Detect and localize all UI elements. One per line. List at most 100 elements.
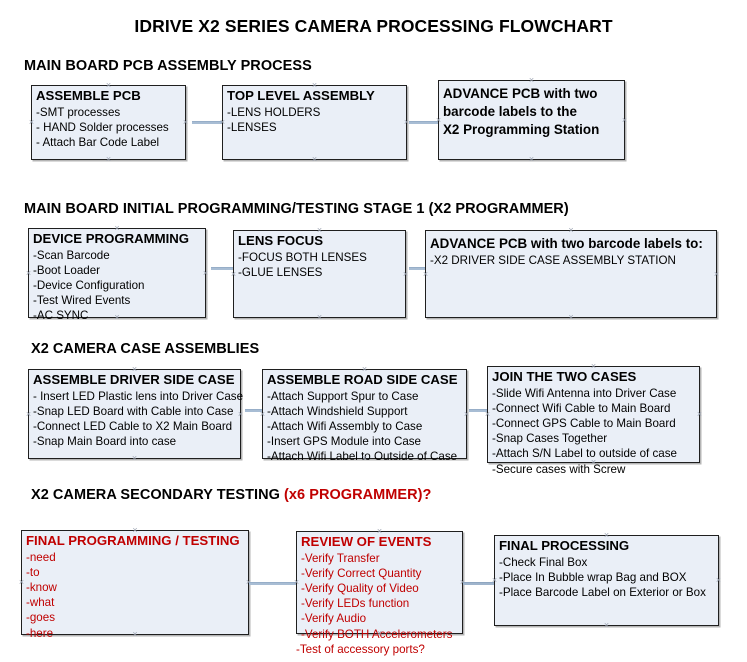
node-heading: FINAL PROGRAMMING / TESTING (26, 533, 240, 548)
node-line: -Attach Windshield Support (267, 404, 408, 418)
node-heading: ASSEMBLE DRIVER SIDE CASE (33, 372, 235, 387)
node-line: -LENSES (227, 120, 277, 134)
node-final-programming-testing[interactable]: FINAL PROGRAMMING / TESTING -need -to -k… (18, 530, 249, 640)
node-heading: DEVICE PROGRAMMING (33, 231, 190, 246)
section-title-main-board-pcb-assembly: MAIN BOARD PCB ASSEMBLY PROCESS (24, 58, 312, 74)
node-line: -Connect Wifi Cable to Main Board (492, 401, 671, 415)
node-line-overflow: -Test of accessory ports? (296, 642, 425, 656)
connection-handle-right[interactable] (715, 577, 722, 584)
connection-handle-top[interactable] (528, 77, 535, 84)
node-line: -Scan Barcode (33, 248, 110, 262)
node-line: -Insert GPS Module into Case (267, 435, 422, 449)
node-line: -AC SYNC (33, 309, 89, 323)
node-line: -SMT processes (36, 105, 121, 119)
node-line: -Snap Cases Together (492, 432, 608, 446)
connection-handle-right[interactable] (402, 271, 409, 278)
node-line: -Snap LED Board with Cable into Case (33, 404, 234, 418)
node-top-level-assembly[interactable]: TOP LEVEL ASSEMBLY -LENS HOLDERS -LENSES (222, 85, 407, 160)
node-review-of-events[interactable]: REVIEW OF EVENTS -Verify Transfer -Verif… (296, 531, 463, 656)
node-line: -Place Barcode Label on Exterior or Box (499, 585, 706, 599)
connector-driver-side-to-road-side (245, 406, 270, 416)
connection-handle-bottom[interactable] (105, 156, 112, 163)
node-line: -Check Final Box (499, 555, 588, 569)
section-title-main-board-initial-programming: MAIN BOARD INITIAL PROGRAMMING/TESTING S… (24, 201, 569, 217)
connection-handle-left[interactable] (484, 411, 491, 418)
node-assemble-driver-side-case[interactable]: ASSEMBLE DRIVER SIDE CASE - Insert LED P… (25, 369, 244, 462)
node-heading: TOP LEVEL ASSEMBLY (227, 88, 375, 103)
connection-handle-bottom[interactable] (316, 314, 323, 321)
node-join-the-two-cases[interactable]: JOIN THE TWO CASES -Slide Wifi Antenna i… (484, 366, 703, 476)
connector-assemble-pcb-to-top-level-assembly (192, 118, 230, 128)
node-heading: FINAL PROCESSING (499, 538, 630, 553)
node-line: -Boot Loader (33, 263, 101, 277)
connection-handle-left[interactable] (422, 271, 429, 278)
section-title-text: X2 CAMERA SECONDARY TESTING (31, 487, 285, 503)
node-line: -X2 DRIVER SIDE CASE ASSEMBLY STATION (430, 254, 676, 267)
node-line: -Device Configuration (33, 278, 145, 292)
connection-handle-left[interactable] (28, 119, 35, 126)
node-line: -Slide Wifi Antenna into Driver Case (492, 386, 677, 400)
node-line: -Verify Audio (301, 612, 367, 626)
node-line: -Connect GPS Cable to Main Board (492, 416, 676, 430)
node-line: -Attach Support Spur to Case (267, 389, 419, 403)
node-line: -what (26, 596, 55, 610)
connection-handle-bottom[interactable] (568, 314, 575, 321)
node-line: -Verify BOTH Accelerometers (301, 627, 453, 641)
connection-handle-bottom[interactable] (131, 455, 138, 462)
node-line: -Place In Bubble wrap Bag and BOX (499, 570, 687, 584)
connection-handle-right[interactable] (621, 117, 628, 124)
node-advance-pcb-to-driver-side-case-station[interactable]: ADVANCE PCB with two barcode labels to: … (425, 230, 717, 318)
node-device-programming[interactable]: DEVICE PROGRAMMING -Scan Barcode -Boot L… (25, 228, 209, 322)
connection-handle-right[interactable] (696, 411, 703, 418)
connection-handle-left[interactable] (18, 579, 25, 586)
node-line: -Attach Wifi Label to Outside of Case (267, 450, 458, 464)
node-line: -Secure cases with Screw (492, 462, 626, 476)
connector-top-level-assembly-to-advance-pcb (409, 118, 446, 128)
node-line: -Verify Quality of Video (301, 581, 419, 595)
connection-handle-right[interactable] (182, 119, 189, 126)
connection-handle-bottom[interactable] (603, 622, 610, 629)
node-line: -to (26, 565, 40, 579)
section-title-text: X2 CAMERA CASE ASSEMBLIES (31, 341, 260, 357)
node-heading: ASSEMBLE PCB (36, 88, 141, 103)
connection-handle-bottom[interactable] (311, 156, 318, 163)
connection-handle-right[interactable] (237, 411, 244, 418)
connection-handle-right[interactable] (202, 270, 209, 277)
node-final-processing[interactable]: FINAL PROCESSING -Check Final Box -Place… (494, 535, 719, 626)
node-line: - HAND Solder processes (36, 120, 169, 134)
node-line: -Connect LED Cable to X2 Main Board (33, 419, 233, 433)
node-line: -goes (26, 611, 56, 625)
section-title-text: MAIN BOARD INITIAL PROGRAMMING/TESTING S… (24, 201, 569, 217)
connector-lens-focus-to-advance-pcb-driver-side (409, 264, 433, 274)
node-advance-pcb-to-x2-programming-station[interactable]: ADVANCE PCB with two barcode labels to t… (438, 80, 625, 160)
connection-handle-left[interactable] (25, 270, 32, 277)
connection-handle-left[interactable] (230, 271, 237, 278)
node-assemble-road-side-case[interactable]: ASSEMBLE ROAD SIDE CASE -Attach Support … (262, 369, 467, 463)
page-title: IDRIVE X2 SERIES CAMERA PROCESSING FLOWC… (134, 16, 613, 36)
node-line: -Test Wired Events (33, 294, 131, 308)
node-line: -Attach S/N Label to outside of case (492, 447, 677, 461)
node-line: -Verify LEDs function (301, 597, 410, 611)
section-title-x2-camera-secondary-testing: X2 CAMERA SECONDARY TESTING (x6 PROGRAMM… (31, 487, 431, 503)
connection-handle-top[interactable] (568, 227, 575, 234)
connector-road-side-to-join-cases (469, 406, 495, 416)
node-assemble-pcb[interactable]: ASSEMBLE PCB -SMT processes - HAND Solde… (31, 85, 186, 160)
node-line: - Attach Bar Code Label (36, 135, 160, 149)
connection-handle-bottom[interactable] (528, 156, 535, 163)
node-line: -Verify Transfer (301, 551, 380, 565)
connector-review-of-events-to-final-processing (463, 582, 494, 585)
section-title-text: MAIN BOARD PCB ASSEMBLY PROCESS (24, 58, 312, 74)
connection-handle-right[interactable] (713, 271, 720, 278)
node-heading: REVIEW OF EVENTS (301, 534, 432, 549)
node-line: -here (26, 626, 54, 640)
node-heading: ADVANCE PCB with two (443, 86, 598, 101)
connection-handle-left[interactable] (25, 411, 32, 418)
node-line: -Verify Correct Quantity (301, 566, 422, 580)
section-title-annotation: (x6 PROGRAMMER)? (284, 487, 432, 503)
node-line: -LENS HOLDERS (227, 105, 321, 119)
node-heading: ADVANCE PCB with two barcode labels to: (430, 236, 703, 251)
node-heading: LENS FOCUS (238, 233, 323, 248)
node-lens-focus[interactable]: LENS FOCUS -FOCUS BOTH LENSES -GLUE LENS… (233, 230, 406, 318)
node-line: -Snap Main Board into case (33, 435, 177, 449)
node-heading: ASSEMBLE ROAD SIDE CASE (267, 372, 458, 387)
